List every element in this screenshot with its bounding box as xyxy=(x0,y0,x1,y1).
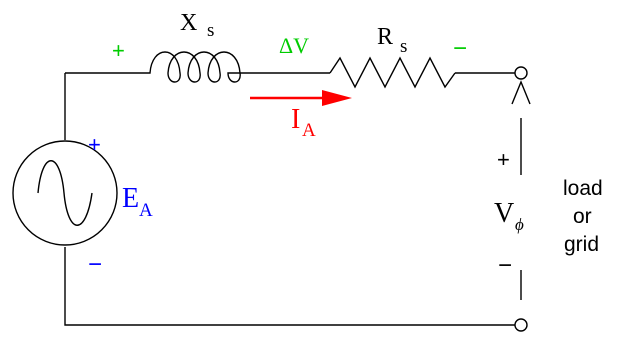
or-label: or xyxy=(573,205,592,228)
xs-label-main: X xyxy=(180,10,197,36)
ia-label: I xyxy=(291,104,300,135)
rs-label: R xyxy=(377,24,393,50)
load-label: load xyxy=(563,177,603,200)
terminal-bottom xyxy=(514,318,528,332)
ea-label: E xyxy=(122,183,139,214)
wire-left-bottom xyxy=(64,247,515,326)
ia-arrow-head xyxy=(322,90,352,106)
inductor-xs xyxy=(125,51,270,83)
ea-plus-sign: + xyxy=(88,132,101,157)
ia-subscript: A xyxy=(302,120,316,141)
plus-left-sign: + xyxy=(112,38,125,63)
vphi-label: V xyxy=(494,198,514,229)
sine-wave-icon xyxy=(37,160,93,226)
vphi-subscript: ϕ xyxy=(515,215,524,234)
vphi-plus-sign: + xyxy=(497,147,510,172)
minus-right-sign: − xyxy=(453,35,467,62)
xs-subscript: s xyxy=(207,20,214,41)
vphi-minus-sign: − xyxy=(498,252,512,279)
ac-source xyxy=(12,140,118,246)
grid-label: grid xyxy=(564,233,599,256)
rs-subscript: s xyxy=(400,36,407,57)
terminal-top xyxy=(514,66,528,80)
delta-v-label: ΔV xyxy=(279,33,309,58)
ea-subscript: A xyxy=(139,200,153,221)
vphi-arrow-head xyxy=(511,80,531,105)
xs-label: X xyxy=(180,10,197,36)
resistor-rs xyxy=(329,56,456,89)
ea-minus-sign: − xyxy=(88,251,102,278)
